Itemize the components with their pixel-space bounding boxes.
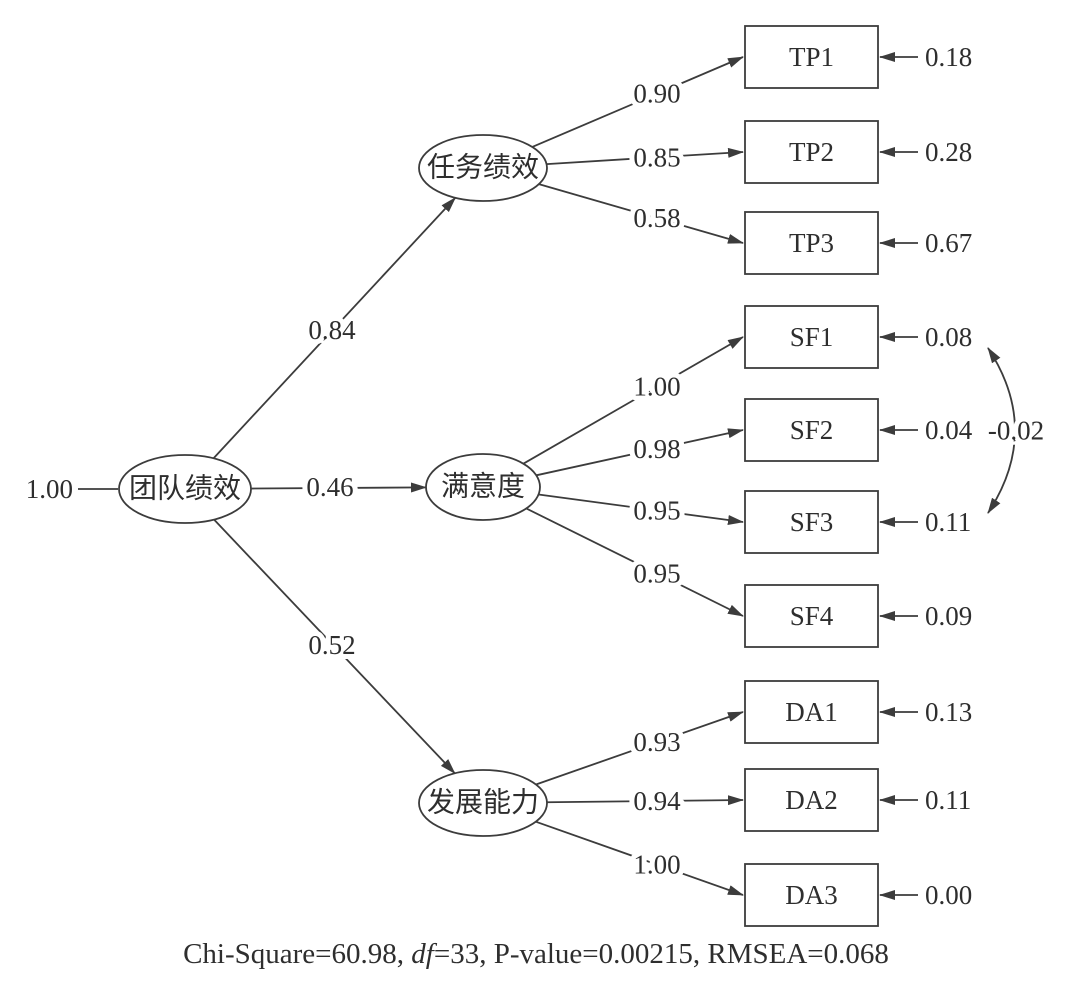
error-value-DA3: 0.00 [925,880,972,910]
path-arrow-task-performance [212,197,457,459]
loading-value-TP2: 0.85 [633,142,680,172]
loading-value-DA2: 0.94 [633,786,681,816]
sem-svg: 团队绩效 1.00 0.84 任务绩效 0.90 TP1 0.18 0.85 TP2 0.28 0.… [25,25,1049,927]
latent-ellipse-task-performance [418,134,548,202]
path-arrow-development-ability [213,518,456,775]
loading-arrow-TP3 [538,183,744,244]
indicator-box-SF1 [744,305,879,369]
loading-value-DA3: 1.00 [633,850,680,880]
loading-value-SF3: 0.95 [633,495,680,525]
latent-label-team-performance: 团队绩效 [129,473,241,505]
indicator-box-TP2 [744,120,879,184]
indicator-label-DA1: DA1 [785,697,838,727]
error-value-SF3: 0.11 [925,507,971,537]
indicator-label-SF3: SF3 [790,507,834,537]
loading-value-SF1: 1.00 [633,372,680,402]
loading-value-SF2: 0.98 [633,434,680,464]
path-coefficient-satisfaction: 0.46 [306,472,353,502]
loading-arrow-TP2 [546,147,744,165]
path-arrow-satisfaction [250,482,428,493]
loading-arrow-TP1 [531,56,744,148]
error-value-SF2: 0.04 [925,415,973,445]
error-value-SF1: 0.08 [925,322,972,352]
diagram-root: 团队绩效 1.00 0.84 任务绩效 0.90 TP1 0.18 0.85 TP2 0.28 0.… [26,25,1049,927]
indicator-label-SF4: SF4 [790,601,834,631]
error-value-DA2: 0.11 [925,785,971,815]
indicator-label-SF2: SF2 [790,415,834,445]
latent-label-task-performance: 任务绩效 [427,152,539,184]
fit-statistics-caption: Chi-Square=60.98, df=33, P-value=0.00215… [0,938,1072,971]
fit-stats-df: df [411,938,434,970]
indicator-box-DA3 [744,863,879,927]
fit-stats-part1: Chi-Square=60.98, [183,938,412,970]
loading-value-TP1: 0.90 [633,79,680,109]
indicator-label-TP2: TP2 [789,137,834,167]
indicator-label-DA2: DA2 [785,785,838,815]
error-value-SF4: 0.09 [925,601,972,631]
path-coefficient-task-performance: 0.84 [308,315,356,345]
loading-arrow-SF1 [522,336,744,465]
error-covariance-value: -0.02 [988,416,1044,446]
variance-value-team-performance: 1.00 [26,474,73,504]
indicator-label-TP3: TP3 [789,228,834,258]
error-value-DA1: 0.13 [925,697,972,727]
indicator-box-DA1 [744,680,879,744]
error-value-TP3: 0.67 [925,228,972,258]
loading-value-TP3: 0.58 [633,203,680,233]
indicator-label-TP1: TP1 [789,42,834,72]
loading-arrow-SF2 [536,428,744,477]
loading-value-SF4: 0.95 [633,558,680,588]
error-value-TP2: 0.28 [925,137,972,167]
loading-arrow-SF4 [525,507,744,617]
loading-arrow-DA2 [546,795,744,806]
latent-label-development-ability: 发展能力 [427,787,539,819]
indicator-label-DA3: DA3 [785,880,838,910]
latent-label-satisfaction: 满意度 [441,471,525,503]
loading-arrow-DA1 [535,711,744,786]
indicator-label-SF1: SF1 [790,322,834,352]
loading-value-DA1: 0.93 [633,727,680,757]
indicator-box-SF3 [744,490,879,554]
latent-ellipse-satisfaction [425,453,541,521]
error-value-TP1: 0.18 [925,42,972,72]
indicator-box-SF2 [744,398,879,462]
fit-stats-part2: =33, P-value=0.00215, RMSEA=0.068 [433,938,889,970]
indicator-box-TP3 [744,211,879,275]
loading-arrow-SF3 [538,493,744,525]
indicator-box-DA2 [744,768,879,832]
path-coefficient-development-ability: 0.52 [308,630,355,660]
indicator-box-SF4 [744,584,879,648]
error-covariance-arc-SF1-SF3 [987,347,1016,514]
loading-arrow-DA3 [535,820,744,896]
indicator-box-TP1 [744,25,879,89]
